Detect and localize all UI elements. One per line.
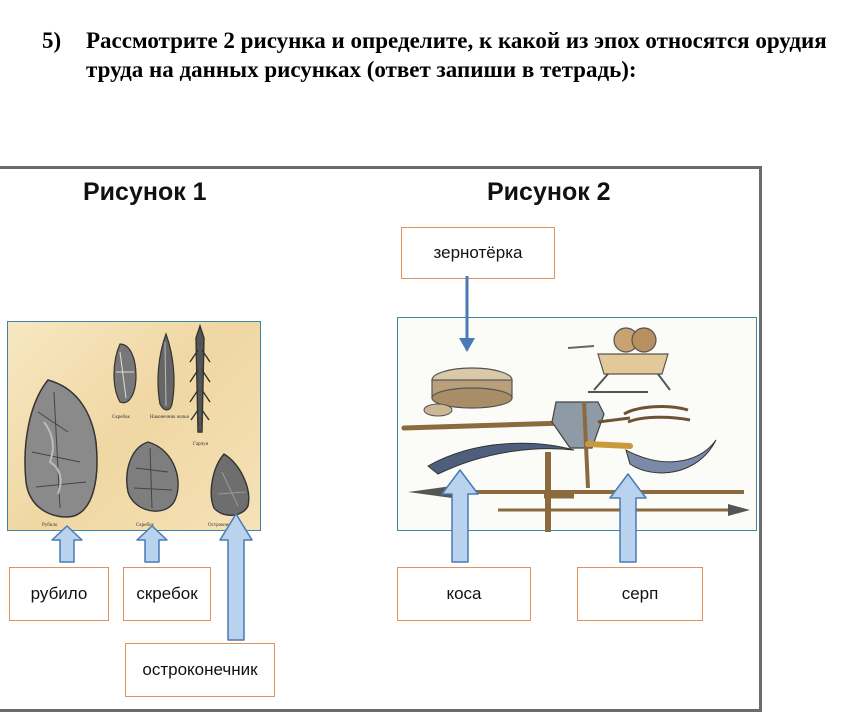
figure1-title: Рисунок 1 [83, 178, 207, 206]
figure2-image [397, 317, 757, 532]
label-serp: серп [577, 567, 703, 621]
label-rubilo: рубило [9, 567, 109, 621]
spear-point-drawing [157, 332, 175, 411]
figure2-title: Рисунок 2 [487, 178, 611, 206]
task-number: 5) [42, 28, 62, 53]
scraper-drawing [126, 441, 179, 512]
figure-frame: Рисунок 1 [0, 166, 762, 712]
sickle-drawing [585, 439, 717, 474]
small-scraper-drawing [113, 343, 137, 404]
point-drawing [210, 453, 250, 516]
caption-rubilo: Рубило [42, 523, 58, 528]
task-statement: 5) Рассмотрите 2 рисунка и определите, к… [42, 26, 852, 84]
label-zernoterka: зернотёрка [401, 227, 555, 279]
caption-point: Остроконечник [208, 523, 241, 528]
task-text: Рассмотрите 2 рисунка и определите, к ка… [86, 28, 827, 82]
arrow-rubilo [51, 525, 83, 563]
handmill-drawing [567, 327, 671, 393]
rubilo-drawing [24, 379, 98, 518]
caption-scraper: Скребок [136, 523, 155, 528]
arrow-kosa [441, 469, 479, 563]
caption-spear: Наконечник копья [150, 415, 189, 420]
arrow-zernoterka [459, 276, 475, 352]
figure1-image: Скребок Наконечник копья Гарпун Рубило С… [7, 321, 261, 531]
arrow-skrebok [136, 525, 168, 563]
caption-harpoon: Гарпун [193, 442, 209, 447]
arrow-ostrokonechnik [219, 513, 253, 641]
caption-scraper-small: Скребок [112, 415, 131, 420]
label-kosa: коса [397, 567, 531, 621]
label-ostrokonechnik: остроконечник [125, 643, 275, 697]
spear-drawing [408, 486, 744, 498]
javelin-drawing [498, 504, 750, 516]
label-skrebok: скребок [123, 567, 211, 621]
harpoon-drawing [189, 323, 211, 433]
arrow-serp [609, 473, 647, 563]
axe-drawing [551, 401, 605, 489]
grindstone-drawing [423, 367, 513, 417]
